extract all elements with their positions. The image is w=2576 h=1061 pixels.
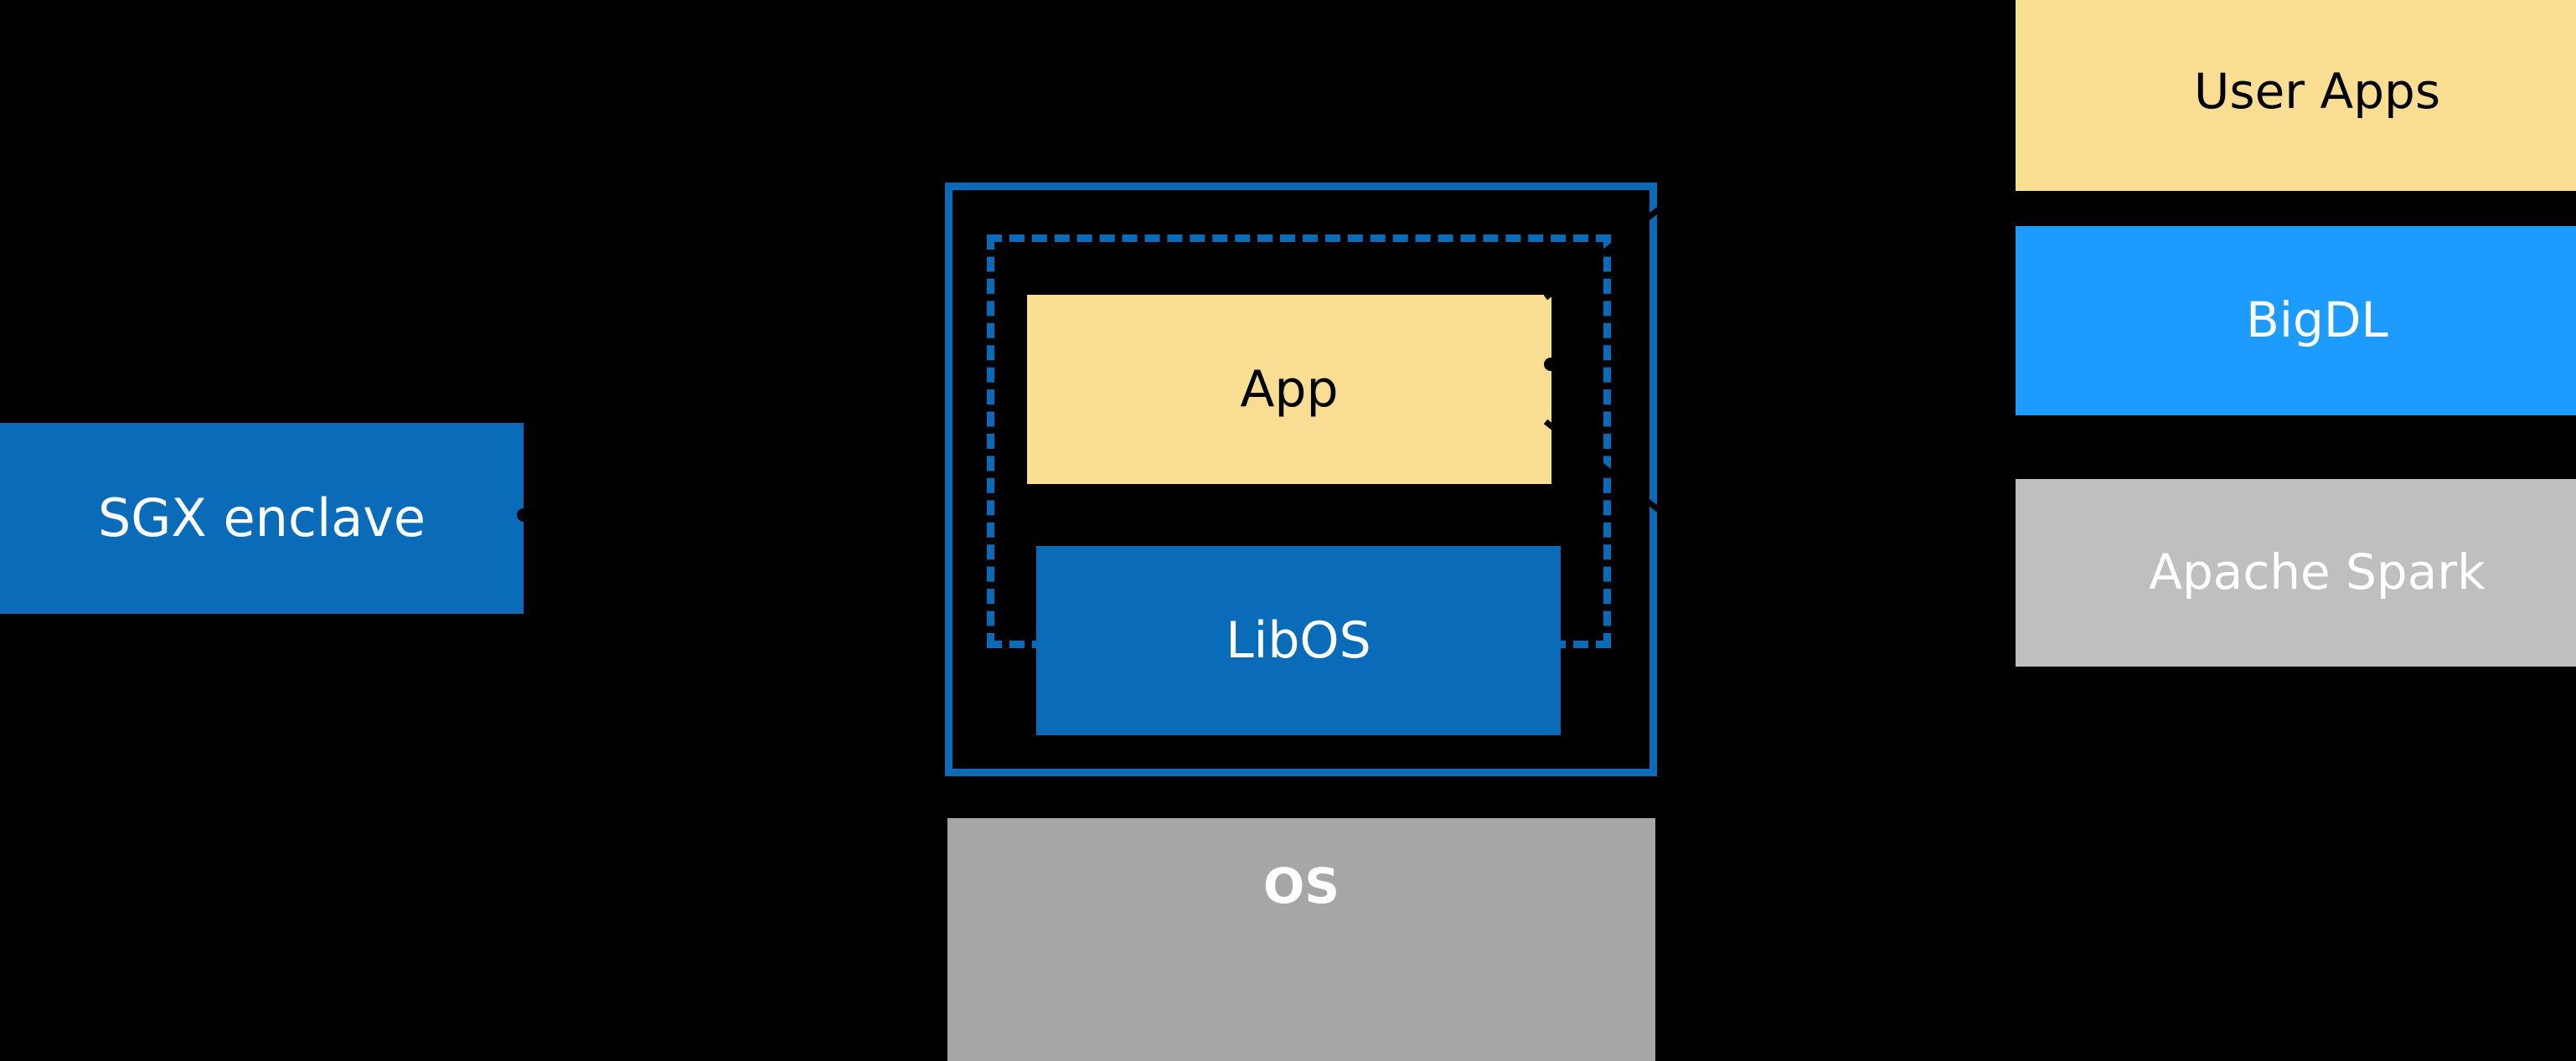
sgx-connector-line xyxy=(524,512,959,518)
bigdl-box[interactable]: BigDL xyxy=(2016,226,2576,415)
app-box[interactable]: App xyxy=(1027,295,1551,484)
os-label: OS xyxy=(1262,858,1340,914)
sgx-enclave-label: SGX enclave xyxy=(97,487,426,549)
apache-spark-label: Apache Spark xyxy=(2149,543,2486,601)
sgx-enclave-box[interactable]: SGX enclave xyxy=(0,423,524,614)
user-apps-label: User Apps xyxy=(2193,63,2441,121)
bigdl-label: BigDL xyxy=(2246,291,2388,349)
user-apps-box[interactable]: User Apps xyxy=(2016,0,2576,191)
os-box[interactable]: OS xyxy=(947,818,1655,1061)
libos-label: LibOS xyxy=(1226,611,1371,670)
app-connector-endpoint-dot xyxy=(1544,358,1557,371)
libos-box[interactable]: LibOS xyxy=(1036,546,1561,735)
enclave-outer-frame xyxy=(945,183,1657,776)
sgx-connector-endpoint-dot xyxy=(517,508,530,522)
app-label: App xyxy=(1240,360,1339,419)
apache-spark-box[interactable]: Apache Spark xyxy=(2016,479,2576,667)
